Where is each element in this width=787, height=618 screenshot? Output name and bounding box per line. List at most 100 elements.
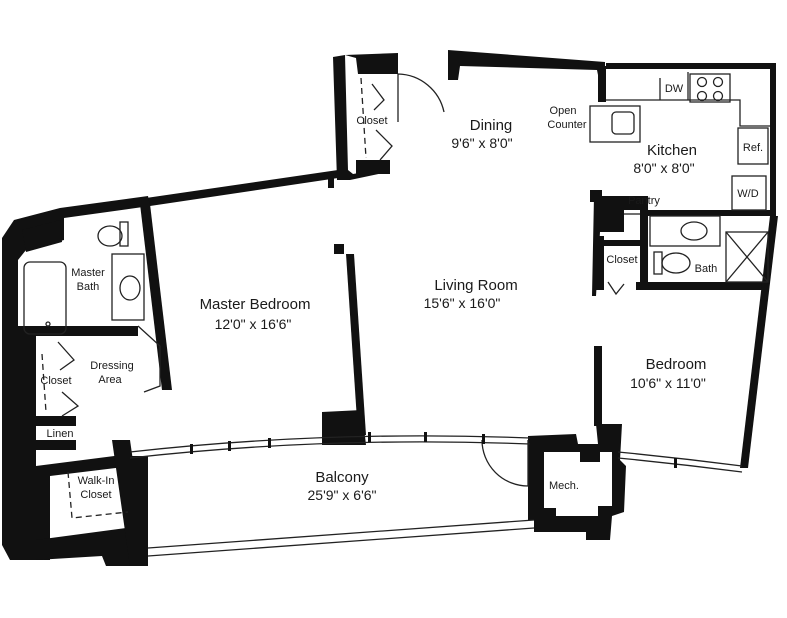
master-bath-label-1: Master xyxy=(71,267,105,279)
closet-bath-label: Closet xyxy=(606,254,637,266)
labels: Dining 9'6" x 8'0" Kitchen 8'0" x 8'0" L… xyxy=(40,83,763,503)
wd-label: W/D xyxy=(737,188,758,200)
bath-sink xyxy=(680,221,708,241)
walkin-label-2: Closet xyxy=(80,489,111,501)
shower xyxy=(725,231,769,283)
bath-toilet xyxy=(661,252,691,274)
bath-closet-door xyxy=(607,281,625,296)
closet-top-label: Closet xyxy=(356,115,387,127)
closet-left-door-a xyxy=(57,341,75,371)
mullion-5 xyxy=(424,432,427,442)
mullion-7 xyxy=(674,458,677,468)
master-sink xyxy=(119,275,141,301)
wall-closet-bottom xyxy=(356,160,390,174)
wall-closet-left-b xyxy=(596,236,604,290)
wall-pantry xyxy=(592,196,648,296)
wall-closet-mid xyxy=(600,240,644,246)
refrigerator xyxy=(737,127,769,165)
master-bath-label-2: Bath xyxy=(77,281,100,293)
master-vanity xyxy=(111,253,145,321)
walls xyxy=(2,50,778,566)
kitchen-counter xyxy=(606,99,770,127)
bath-sink-counter xyxy=(649,215,721,247)
wall-divider xyxy=(346,254,366,435)
wall-lower-left xyxy=(36,528,148,566)
wall-master-col xyxy=(140,204,172,390)
ref-label: Ref. xyxy=(743,142,763,154)
tub-drain xyxy=(45,321,51,327)
master-toilet-tank xyxy=(119,221,129,247)
balcony-name: Balcony xyxy=(315,469,369,486)
fixtures xyxy=(23,72,770,557)
burner-3 xyxy=(696,90,708,102)
dining-door-swing xyxy=(397,73,445,122)
shower-x2 xyxy=(725,231,769,283)
linen-label: Linen xyxy=(47,428,74,440)
wall-closet-left xyxy=(333,55,388,180)
window-line-right-a xyxy=(617,451,743,467)
dressing-counter xyxy=(137,325,161,393)
dining-dims: 9'6" x 8'0" xyxy=(451,135,512,151)
dressing-label-1: Dressing xyxy=(90,360,133,372)
wall-bath-top xyxy=(640,210,770,216)
mullion-2 xyxy=(228,441,231,451)
open-counter-island xyxy=(589,105,641,143)
walkin-rod xyxy=(67,471,129,519)
closet-door-a xyxy=(371,83,385,111)
mech-interior xyxy=(544,452,612,516)
walkin-label-1: Walk-In xyxy=(78,475,115,487)
balcony-dims: 25'9" x 6'6" xyxy=(308,487,377,503)
wall-bath-bottom xyxy=(636,282,766,290)
wall-pantry-b xyxy=(590,190,602,202)
living-name: Living Room xyxy=(434,277,517,294)
closet-left-label: Closet xyxy=(40,375,71,387)
closet-rod xyxy=(360,77,367,159)
window-mullions xyxy=(190,432,677,468)
dw-label: DW xyxy=(665,83,684,95)
dressing-label-2: Area xyxy=(98,374,122,386)
master-toilet xyxy=(97,225,123,247)
wall-bath-mid xyxy=(18,326,138,336)
stove xyxy=(689,73,731,103)
wall-column xyxy=(322,410,366,445)
wall-master-bath-inner xyxy=(22,220,62,252)
wall-master-bath xyxy=(2,196,150,560)
wall-kitchen-right xyxy=(770,66,776,216)
wall-bedroom-left xyxy=(594,346,602,426)
window-line-right-b xyxy=(617,457,743,473)
wall-diagonal xyxy=(146,170,338,206)
balcony-rail-a xyxy=(147,519,535,549)
wall-top-right xyxy=(598,66,606,102)
wall-right xyxy=(740,216,778,468)
washer-dryer xyxy=(731,175,767,211)
balcony-rail-b xyxy=(147,527,535,557)
mullion-3 xyxy=(268,438,271,448)
mech-label: Mech. xyxy=(549,480,579,492)
mullion-1 xyxy=(190,444,193,454)
dining-name: Dining xyxy=(470,117,513,134)
pantry-label: Pantry xyxy=(628,195,660,207)
balcony-door-swing xyxy=(481,439,529,487)
wall-divider-stub xyxy=(334,244,344,254)
burner-4 xyxy=(712,90,724,102)
wall-balcony-left xyxy=(130,456,148,566)
open-counter-label-1: Open xyxy=(550,105,577,117)
closet-door-b xyxy=(375,129,393,161)
kitchen-name: Kitchen xyxy=(647,142,697,159)
open-counter-label-2: Counter xyxy=(547,119,586,131)
mullion-4 xyxy=(368,432,371,442)
bedroom-dims: 10'6" x 11'0" xyxy=(630,375,706,391)
living-dims: 15'6" x 16'0" xyxy=(424,295,501,311)
master-bedroom-name: Master Bedroom xyxy=(200,296,311,313)
wall-closet-top xyxy=(345,53,398,74)
closet-left-door-b xyxy=(61,391,80,417)
burner-2 xyxy=(712,76,724,88)
bathtub xyxy=(23,261,67,335)
wall-dressing xyxy=(36,416,76,426)
mullion-6 xyxy=(482,434,485,444)
wall-linen xyxy=(36,440,76,450)
wall-stub xyxy=(328,178,334,188)
bath-toilet-tank xyxy=(653,251,663,275)
kitchen-dims: 8'0" x 8'0" xyxy=(633,160,694,176)
